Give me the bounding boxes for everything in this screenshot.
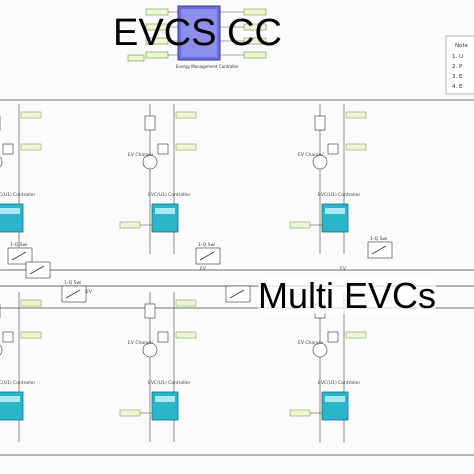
- from-tag[interactable]: [119, 221, 141, 229]
- evc-controller-highlight: [325, 208, 345, 214]
- ev-charger-label: EV Charger: [298, 152, 323, 158]
- switch-symbol: [199, 251, 215, 261]
- energy-management-caption: Energy Management Controller: [176, 64, 239, 69]
- from-tag[interactable]: [119, 409, 141, 417]
- one-q-switch[interactable]: [225, 285, 251, 303]
- switch-block[interactable]: [327, 331, 339, 343]
- switch-block[interactable]: [2, 143, 14, 155]
- ev-label: EV: [86, 289, 93, 295]
- goto-tag[interactable]: [175, 331, 197, 339]
- goto-tag[interactable]: [20, 111, 42, 119]
- switch-symbol: [29, 265, 45, 275]
- switch-block[interactable]: [2, 331, 14, 343]
- evcs-cc-title: EVCS CC: [113, 12, 282, 54]
- ev-charger-icon[interactable]: [312, 342, 328, 358]
- one-q-switch[interactable]: [195, 247, 221, 265]
- switch-symbol: [65, 289, 81, 299]
- ev-label: EV: [340, 266, 347, 272]
- goto-tag[interactable]: [20, 299, 42, 307]
- notes-line-4: 4. E: [452, 84, 463, 90]
- evc-controller-highlight: [155, 208, 175, 214]
- multi-evcs-title: Multi EVCs: [258, 275, 437, 316]
- from-tag[interactable]: [289, 409, 311, 417]
- one-q-switch-label: 1-Q Swi: [64, 280, 81, 286]
- from-tag[interactable]: [289, 221, 311, 229]
- notes-line-3: 3. E: [452, 74, 463, 80]
- notes-heading: Note: [455, 43, 469, 49]
- top-block-outputs: [243, 8, 267, 59]
- switch-symbol: [229, 289, 245, 299]
- evc-controller-label: EVC(U1) Controller: [0, 380, 35, 386]
- evc-controller-label: EVC(U1) Controller: [148, 192, 190, 198]
- measurement-block[interactable]: [144, 303, 156, 319]
- goto-tag[interactable]: [345, 143, 367, 151]
- goto-tag[interactable]: [175, 143, 197, 151]
- ev-charger-icon[interactable]: [0, 155, 3, 169]
- evc-controller-highlight: [0, 396, 20, 402]
- evc-controller-highlight: [325, 396, 345, 402]
- one-q-switch-label: 1-Q Swi: [198, 242, 215, 248]
- ev-charger-icon[interactable]: [142, 154, 158, 170]
- ev-charger-label: EV Charger: [128, 340, 153, 346]
- one-q-switch[interactable]: [367, 241, 393, 259]
- notes-line-1: 1. U: [452, 54, 463, 60]
- ev-charger-icon[interactable]: [0, 343, 3, 357]
- top-block-wires: [168, 11, 244, 56]
- top-block-inputs: [127, 8, 169, 62]
- notes-line-2: 2. P: [452, 64, 463, 70]
- switch-block[interactable]: [327, 143, 339, 155]
- switch-symbol: [11, 251, 27, 261]
- evc-controller-highlight: [0, 208, 20, 214]
- evc-controller-label: EVC(U1) Controller: [318, 380, 360, 386]
- ev-label: EV: [200, 266, 207, 272]
- measurement-block[interactable]: [144, 115, 156, 131]
- one-q-switch-label: 1-Q Swi: [370, 236, 387, 242]
- one-q-switch-label: 1-Q Swi: [10, 242, 27, 248]
- notes-panel: [445, 35, 474, 95]
- energy-management-block[interactable]: [177, 5, 221, 61]
- one-q-switch[interactable]: [61, 285, 87, 303]
- evc-controller-label: EVC(U1) Controller: [148, 380, 190, 386]
- goto-tag[interactable]: [345, 111, 367, 119]
- evc-controller-label: EVC(U1) Controller: [0, 192, 35, 198]
- one-q-switch[interactable]: [7, 247, 33, 265]
- ev-charger-icon[interactable]: [142, 342, 158, 358]
- goto-tag[interactable]: [175, 299, 197, 307]
- goto-tag[interactable]: [20, 143, 42, 151]
- switch-block[interactable]: [157, 143, 169, 155]
- switch-symbol: [371, 245, 387, 255]
- evc-controller-label: EVC(U1) Controller: [318, 192, 360, 198]
- ev-charger-label: EV Charger: [298, 340, 323, 346]
- ev-charger-icon[interactable]: [312, 154, 328, 170]
- evc-controller-highlight: [155, 396, 175, 402]
- goto-tag[interactable]: [345, 331, 367, 339]
- measurement-block[interactable]: [314, 115, 326, 131]
- one-q-switch[interactable]: [25, 261, 51, 279]
- ev-charger-label: EV Charger: [128, 152, 153, 158]
- goto-tag[interactable]: [175, 111, 197, 119]
- switch-block[interactable]: [157, 331, 169, 343]
- goto-tag[interactable]: [20, 331, 42, 339]
